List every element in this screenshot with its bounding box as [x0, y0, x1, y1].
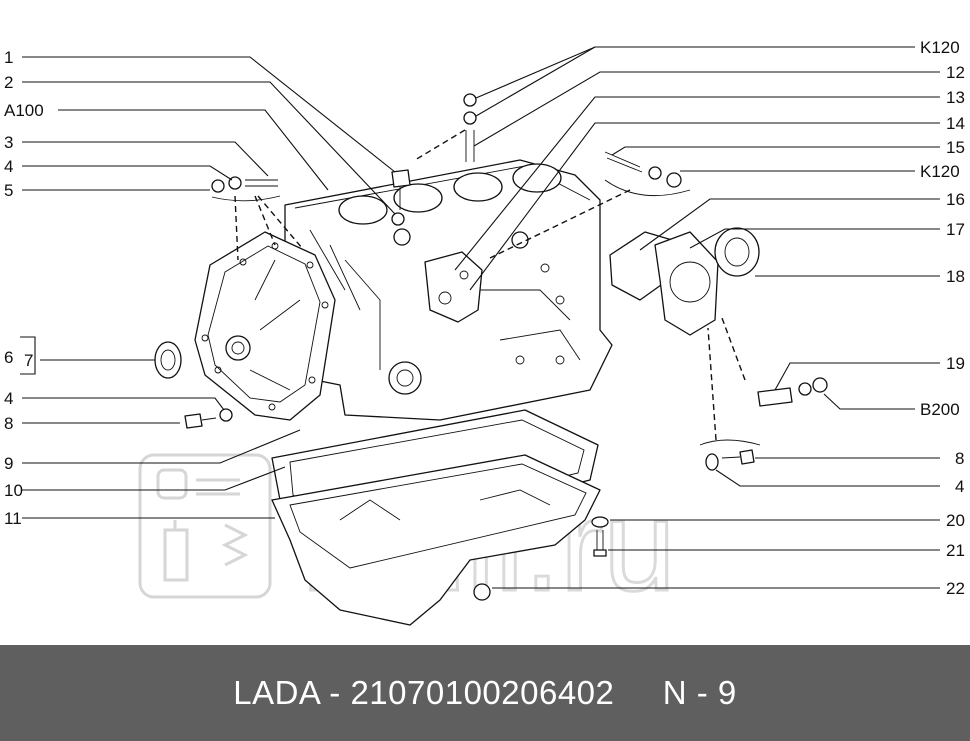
callout-12: 12 [946, 63, 965, 82]
callout-k120-top: K120 [920, 38, 960, 57]
callout-15: 15 [946, 138, 965, 157]
callout-11: 11 [4, 509, 22, 528]
callout-labels-right: K120 12 13 14 15 K120 16 17 18 19 B200 8… [920, 38, 965, 598]
footer-bar: LADA - 21070100206402 N - 9 [0, 645, 970, 741]
callout-6: 6 [4, 348, 13, 367]
callout-3: 3 [4, 133, 13, 152]
callout-1: 1 [4, 48, 13, 67]
callout-b200: B200 [920, 400, 960, 419]
rear-seal-holder [609, 227, 760, 336]
callout-k120-mid: K120 [920, 162, 960, 181]
callout-22: 22 [946, 579, 965, 598]
leader-lines-left [20, 56, 396, 519]
callout-5: 5 [4, 181, 13, 200]
callout-19: 19 [946, 354, 965, 373]
front-cover [194, 231, 336, 421]
assembly-paths [211, 129, 761, 446]
callout-7: 7 [24, 351, 33, 370]
callout-21: 21 [946, 541, 965, 560]
callout-4-mid: 4 [4, 389, 13, 408]
callout-2: 2 [4, 73, 13, 92]
callout-8-left: 8 [4, 414, 13, 433]
exploded-engine-diagram: Rull.ru [4, 38, 965, 626]
callout-14: 14 [946, 114, 965, 133]
callout-4-top: 4 [4, 157, 13, 176]
callout-20: 20 [946, 511, 965, 530]
callout-17: 17 [946, 220, 965, 239]
leader-lines-right [454, 46, 940, 589]
callout-a100: A100 [4, 101, 44, 120]
callout-labels-left: 1 2 A100 3 4 5 6 7 4 8 9 10 11 [4, 48, 44, 528]
callout-8-right: 8 [955, 449, 964, 468]
callout-9: 9 [4, 454, 13, 473]
footer-caption: LADA - 21070100206402 N - 9 [233, 674, 737, 711]
callout-18: 18 [946, 267, 965, 286]
oil-pan [271, 454, 601, 626]
oil-filter-bracket [424, 251, 483, 323]
callout-4-right: 4 [955, 477, 964, 496]
callout-10: 10 [4, 481, 23, 500]
callout-13: 13 [946, 88, 965, 107]
callout-16: 16 [946, 190, 965, 209]
